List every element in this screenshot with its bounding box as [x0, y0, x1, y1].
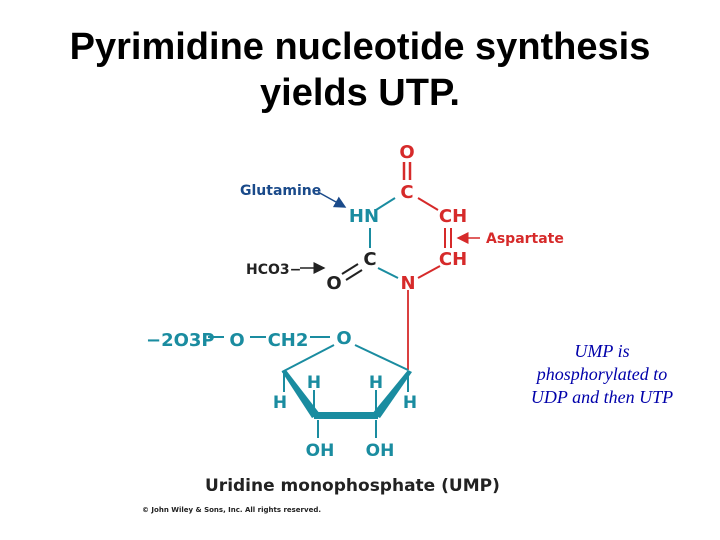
atom-h-1: H [307, 373, 321, 393]
atom-n-ring: N [400, 273, 415, 294]
atom-ring-o: O [336, 328, 351, 349]
ribose-ring [281, 336, 412, 438]
glutamine-label: Glutamine [240, 183, 321, 199]
bicarbonate-label: HCO3− [246, 262, 301, 278]
atom-o-left: O [326, 273, 341, 294]
molecule-name: Uridine monophosphate (UMP) [205, 476, 500, 496]
atom-oh-2: OH [366, 441, 395, 461]
atom-ch-1: CH [439, 206, 467, 227]
atom-ch-2: CH [439, 249, 467, 270]
atom-h-4: H [403, 393, 417, 413]
title-line-2: yields UTP. [260, 72, 460, 114]
atom-c-mid: C [363, 249, 376, 270]
atom-o-top: O [399, 142, 414, 163]
atom-oh-1: OH [306, 441, 335, 461]
pyrimidine-bonds [341, 162, 452, 370]
slide-title: Pyrimidine nucleotide synthesis yields U… [0, 24, 720, 116]
glutamine-arrow [317, 191, 347, 208]
note-line-1: UMP is [574, 341, 630, 361]
atom-hn: HN [349, 206, 379, 227]
atom-h-2: H [369, 373, 383, 393]
note-line-2: phosphorylated to [536, 364, 668, 384]
title-line-1: Pyrimidine nucleotide synthesis [69, 26, 651, 68]
umP-note: UMP is phosphorylated to UDP and then UT… [496, 340, 708, 409]
note-line-3: UDP and then UTP [530, 387, 674, 407]
phosphate-group: −2O3P [146, 330, 215, 351]
atom-c-top: C [400, 182, 413, 203]
atom-ester-o: O [229, 330, 244, 351]
aspartate-label: Aspartate [486, 231, 564, 247]
atom-ch2: CH2 [268, 330, 309, 351]
copyright-text: © John Wiley & Sons, Inc. All rights res… [142, 506, 321, 514]
atom-h-3: H [273, 393, 287, 413]
